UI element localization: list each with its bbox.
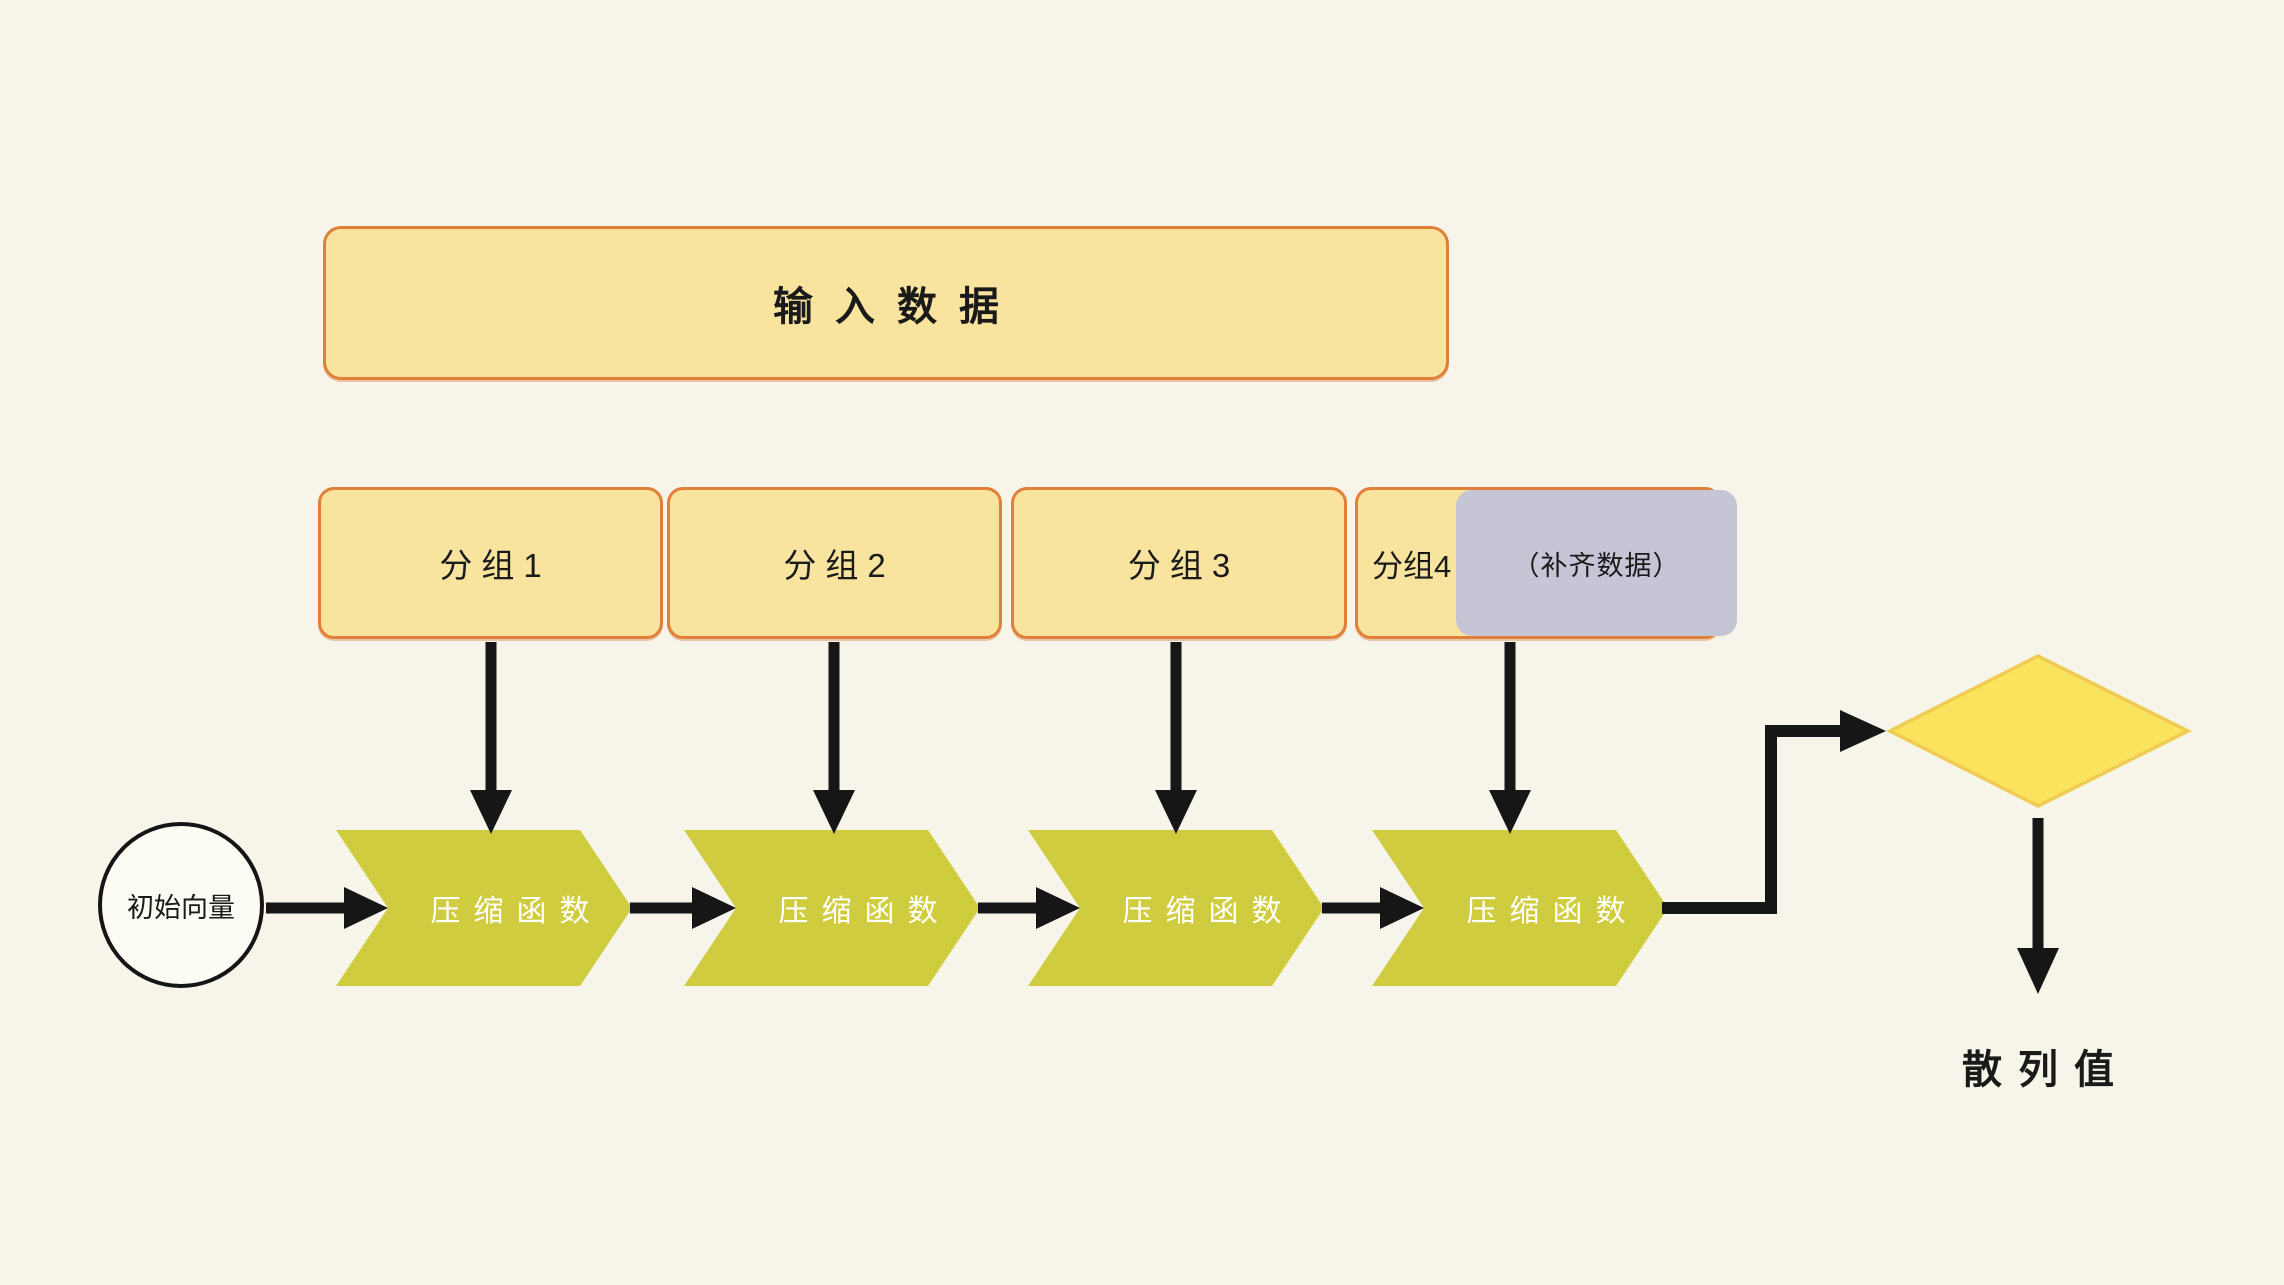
padding-data-label: （补齐数据） [1512,550,1681,581]
padding-data-box: （补齐数据） [1456,490,1737,636]
arrow-padding-to-compression4 [1489,642,1531,834]
input-data-box: 输入数据 [323,226,1449,380]
compression-function-4-label: 压缩函数 [1466,895,1639,928]
group-1-label: 分组1 [439,547,551,584]
final-function-label-box: 终结函数 [1890,656,2188,806]
group-4-label: 分组4 [1372,548,1452,584]
compression-function-4-chevron: 压缩函数 [1372,830,1668,986]
arrow-group1-to-compression1 [470,642,512,834]
compression-function-2-chevron: 压缩函数 [684,830,980,986]
hash-value-label: 散列值 [1962,1048,2130,1092]
compression-function-3-chevron: 压缩函数 [1028,830,1324,986]
arrow-group2-to-compression2 [813,642,855,834]
arrow-iv-to-compression1 [266,887,388,929]
group-2-box: 分组2 [667,487,1002,639]
group-2-label: 分组2 [783,547,895,584]
group-3-label: 分组3 [1127,547,1240,584]
arrow-compression4-to-final [1662,710,1886,914]
hash-value-label-box: 散列值 [1885,1038,2191,1094]
group-1-box: 分组1 [318,487,663,639]
arrow-compression1-to-compression2 [630,887,736,929]
arrow-compression3-to-compression4 [1322,887,1424,929]
input-data-label: 输入数据 [773,285,1021,329]
initial-vector-label: 初始向量 [127,892,235,923]
arrow-final-to-hash [2017,818,2059,994]
group-3-box: 分组3 [1011,487,1347,639]
initial-vector-circle: 初始向量 [98,822,264,988]
arrow-compression2-to-compression3 [978,887,1080,929]
compression-function-3-label: 压缩函数 [1122,895,1295,928]
compression-function-1-label: 压缩函数 [430,895,603,928]
compression-function-2-label: 压缩函数 [778,895,951,928]
final-function-label: 终结函数 [1983,718,2095,749]
arrow-group3-to-compression3 [1155,642,1197,834]
compression-function-1-chevron: 压缩函数 [336,830,632,986]
